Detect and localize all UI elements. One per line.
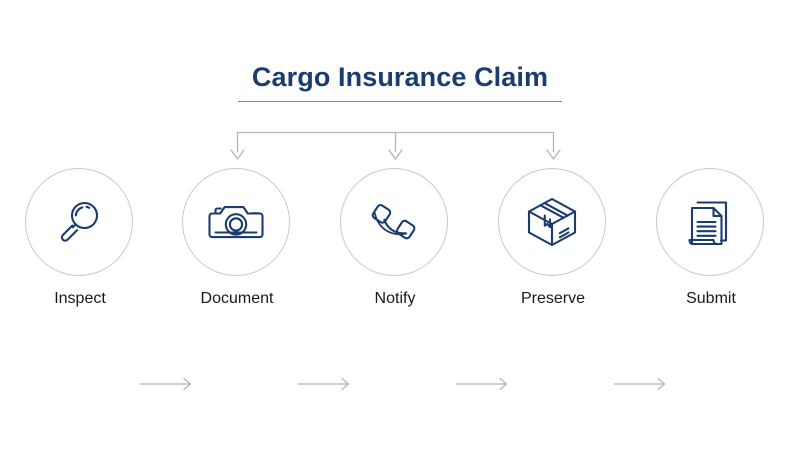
link-arrow-preserve-submit [614,377,670,391]
step-circle-notify [340,168,448,276]
step-label-submit: Submit [686,290,736,307]
step-labels-row: Inspect Document Notify Preserve Submit [0,289,800,311]
link-arrow-document-notify [298,377,354,391]
step-preserve[interactable] [490,160,616,286]
title-underline [238,101,562,102]
step-circle-document [182,168,290,276]
magnifying-glass-icon [25,168,133,276]
package-box-icon [498,168,606,276]
flow-steps-row [0,160,800,391]
step-document[interactable] [174,160,300,286]
step-notify[interactable] [332,160,458,286]
step-label-document: Document [200,290,274,307]
step-circle-inspect [25,168,133,276]
page-title: Cargo Insurance Claim [251,62,549,92]
step-submit[interactable] [648,160,774,286]
step-label-notify: Notify [374,290,416,307]
title-block: Cargo Insurance Claim [0,62,800,102]
bracket-connector [0,118,800,166]
step-circle-preserve [498,168,606,276]
link-arrow-inspect-document [140,377,196,391]
phone-handset-icon [340,168,448,276]
step-inspect[interactable] [17,160,143,286]
camera-icon [182,168,290,276]
step-label-preserve: Preserve [520,290,586,307]
link-arrow-notify-preserve [456,377,512,391]
step-label-inspect: Inspect [54,290,106,307]
documents-stack-icon [656,168,764,276]
